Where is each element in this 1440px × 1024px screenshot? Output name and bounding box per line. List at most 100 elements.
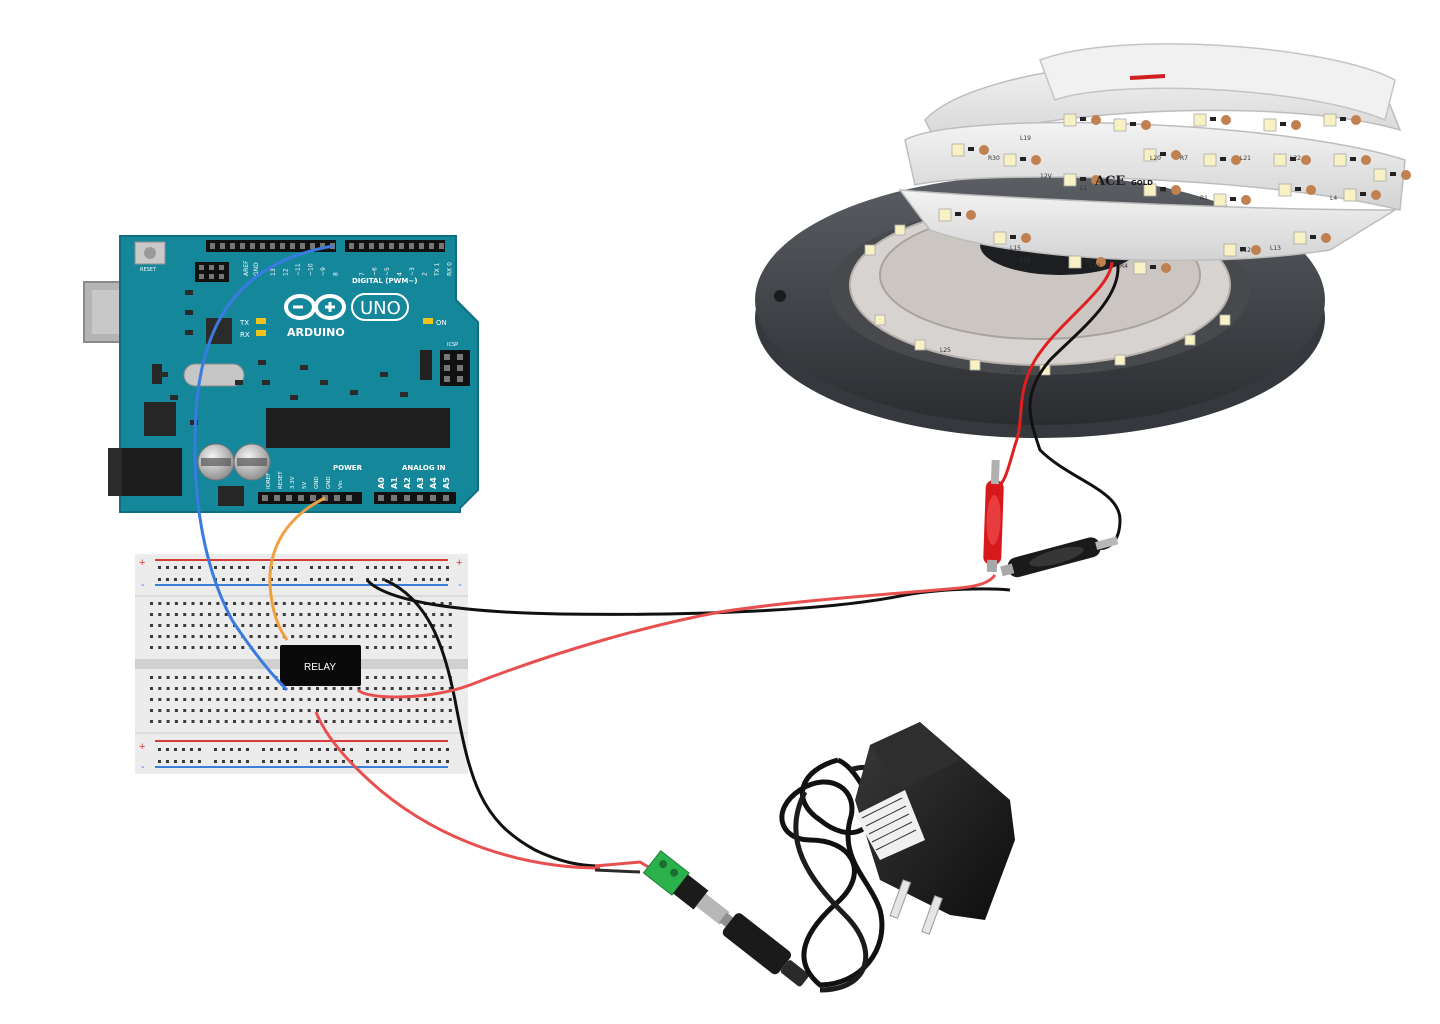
breadboard-hole[interactable] [332, 720, 336, 723]
breadboard-hole[interactable] [366, 566, 369, 569]
breadboard-hole[interactable] [246, 748, 249, 751]
breadboard-hole[interactable] [270, 748, 273, 751]
breadboard-hole[interactable] [198, 748, 201, 751]
breadboard-hole[interactable] [299, 720, 303, 723]
breadboard-hole[interactable] [316, 698, 319, 701]
breadboard-hole[interactable] [183, 720, 187, 723]
breadboard-hole[interactable] [324, 602, 328, 605]
breadboard-hole[interactable] [166, 613, 170, 616]
header-pin[interactable] [270, 243, 275, 249]
breadboard-hole[interactable] [238, 760, 241, 763]
breadboard-hole[interactable] [266, 635, 270, 638]
breadboard-hole[interactable] [374, 624, 378, 627]
breadboard-hole[interactable] [282, 720, 286, 723]
breadboard-hole[interactable] [307, 624, 311, 627]
breadboard-hole[interactable] [365, 687, 369, 690]
breadboard-hole[interactable] [440, 720, 444, 723]
breadboard-hole[interactable] [316, 635, 319, 638]
breadboard-hole[interactable] [249, 676, 253, 679]
breadboard-hole[interactable] [166, 624, 170, 627]
breadboard-hole[interactable] [150, 720, 153, 723]
breadboard-hole[interactable] [390, 760, 393, 763]
breadboard-hole[interactable] [340, 613, 344, 616]
breadboard-hole[interactable] [349, 602, 353, 605]
breadboard-hole[interactable] [374, 720, 378, 723]
breadboard-hole[interactable] [257, 624, 261, 627]
breadboard-hole[interactable] [230, 566, 233, 569]
breadboard-hole[interactable] [307, 687, 311, 690]
header-pin[interactable] [240, 243, 245, 249]
breadboard-hole[interactable] [291, 720, 295, 723]
breadboard-hole[interactable] [357, 709, 361, 712]
header-pin[interactable] [290, 243, 295, 249]
breadboard-hole[interactable] [415, 624, 419, 627]
breadboard-hole[interactable] [150, 613, 153, 616]
breadboard-hole[interactable] [382, 720, 386, 723]
breadboard-hole[interactable] [407, 646, 411, 649]
breadboard-hole[interactable] [208, 646, 212, 649]
breadboard-hole[interactable] [390, 624, 394, 627]
breadboard-hole[interactable] [230, 578, 233, 581]
breadboard-hole[interactable] [266, 602, 270, 605]
breadboard-hole[interactable] [349, 635, 353, 638]
header-pin[interactable] [260, 243, 265, 249]
breadboard-hole[interactable] [316, 709, 319, 712]
breadboard-hole[interactable] [150, 698, 153, 701]
breadboard-hole[interactable] [440, 698, 444, 701]
breadboard-hole[interactable] [266, 676, 270, 679]
breadboard-hole[interactable] [349, 613, 353, 616]
breadboard-hole[interactable] [407, 602, 411, 605]
breadboard-hole[interactable] [342, 578, 345, 581]
breadboard-hole[interactable] [262, 566, 265, 569]
breadboard-hole[interactable] [249, 602, 253, 605]
breadboard-hole[interactable] [415, 613, 419, 616]
breadboard-hole[interactable] [224, 687, 228, 690]
breadboard-hole[interactable] [340, 687, 344, 690]
breadboard-hole[interactable] [365, 698, 369, 701]
breadboard-hole[interactable] [198, 578, 201, 581]
breadboard-hole[interactable] [150, 676, 153, 679]
breadboard-hole[interactable] [349, 624, 353, 627]
breadboard-hole[interactable] [448, 687, 452, 690]
breadboard-hole[interactable] [399, 709, 402, 712]
breadboard-hole[interactable] [332, 624, 336, 627]
breadboard-hole[interactable] [374, 709, 378, 712]
breadboard-hole[interactable] [274, 698, 278, 701]
breadboard-hole[interactable] [365, 676, 369, 679]
breadboard-hole[interactable] [233, 720, 236, 723]
breadboard-hole[interactable] [282, 613, 286, 616]
breadboard-hole[interactable] [233, 676, 236, 679]
breadboard-hole[interactable] [233, 687, 236, 690]
breadboard-hole[interactable] [222, 760, 225, 763]
breadboard-hole[interactable] [241, 698, 245, 701]
breadboard-hole[interactable] [324, 613, 328, 616]
breadboard-hole[interactable] [340, 709, 344, 712]
breadboard-hole[interactable] [158, 720, 162, 723]
breadboard-hole[interactable] [299, 613, 303, 616]
breadboard-hole[interactable] [174, 566, 177, 569]
breadboard-hole[interactable] [390, 646, 394, 649]
breadboard-hole[interactable] [423, 709, 427, 712]
breadboard-hole[interactable] [199, 602, 203, 605]
breadboard-hole[interactable] [150, 687, 153, 690]
breadboard-hole[interactable] [222, 578, 225, 581]
breadboard-hole[interactable] [440, 687, 444, 690]
breadboard-hole[interactable] [422, 748, 425, 751]
breadboard-hole[interactable] [174, 578, 177, 581]
breadboard-hole[interactable] [190, 760, 193, 763]
breadboard-hole[interactable] [158, 602, 162, 605]
breadboard-hole[interactable] [199, 698, 203, 701]
breadboard-hole[interactable] [365, 624, 369, 627]
breadboard-hole[interactable] [174, 698, 178, 701]
breadboard-hole[interactable] [274, 687, 278, 690]
breadboard-hole[interactable] [423, 698, 427, 701]
breadboard-hole[interactable] [216, 720, 220, 723]
breadboard-hole[interactable] [266, 720, 270, 723]
breadboard-hole[interactable] [334, 566, 337, 569]
breadboard-hole[interactable] [399, 687, 402, 690]
breadboard-hole[interactable] [448, 602, 452, 605]
header-pin[interactable] [369, 243, 374, 249]
breadboard-hole[interactable] [390, 709, 394, 712]
breadboard-hole[interactable] [191, 613, 195, 616]
breadboard-hole[interactable] [318, 578, 321, 581]
